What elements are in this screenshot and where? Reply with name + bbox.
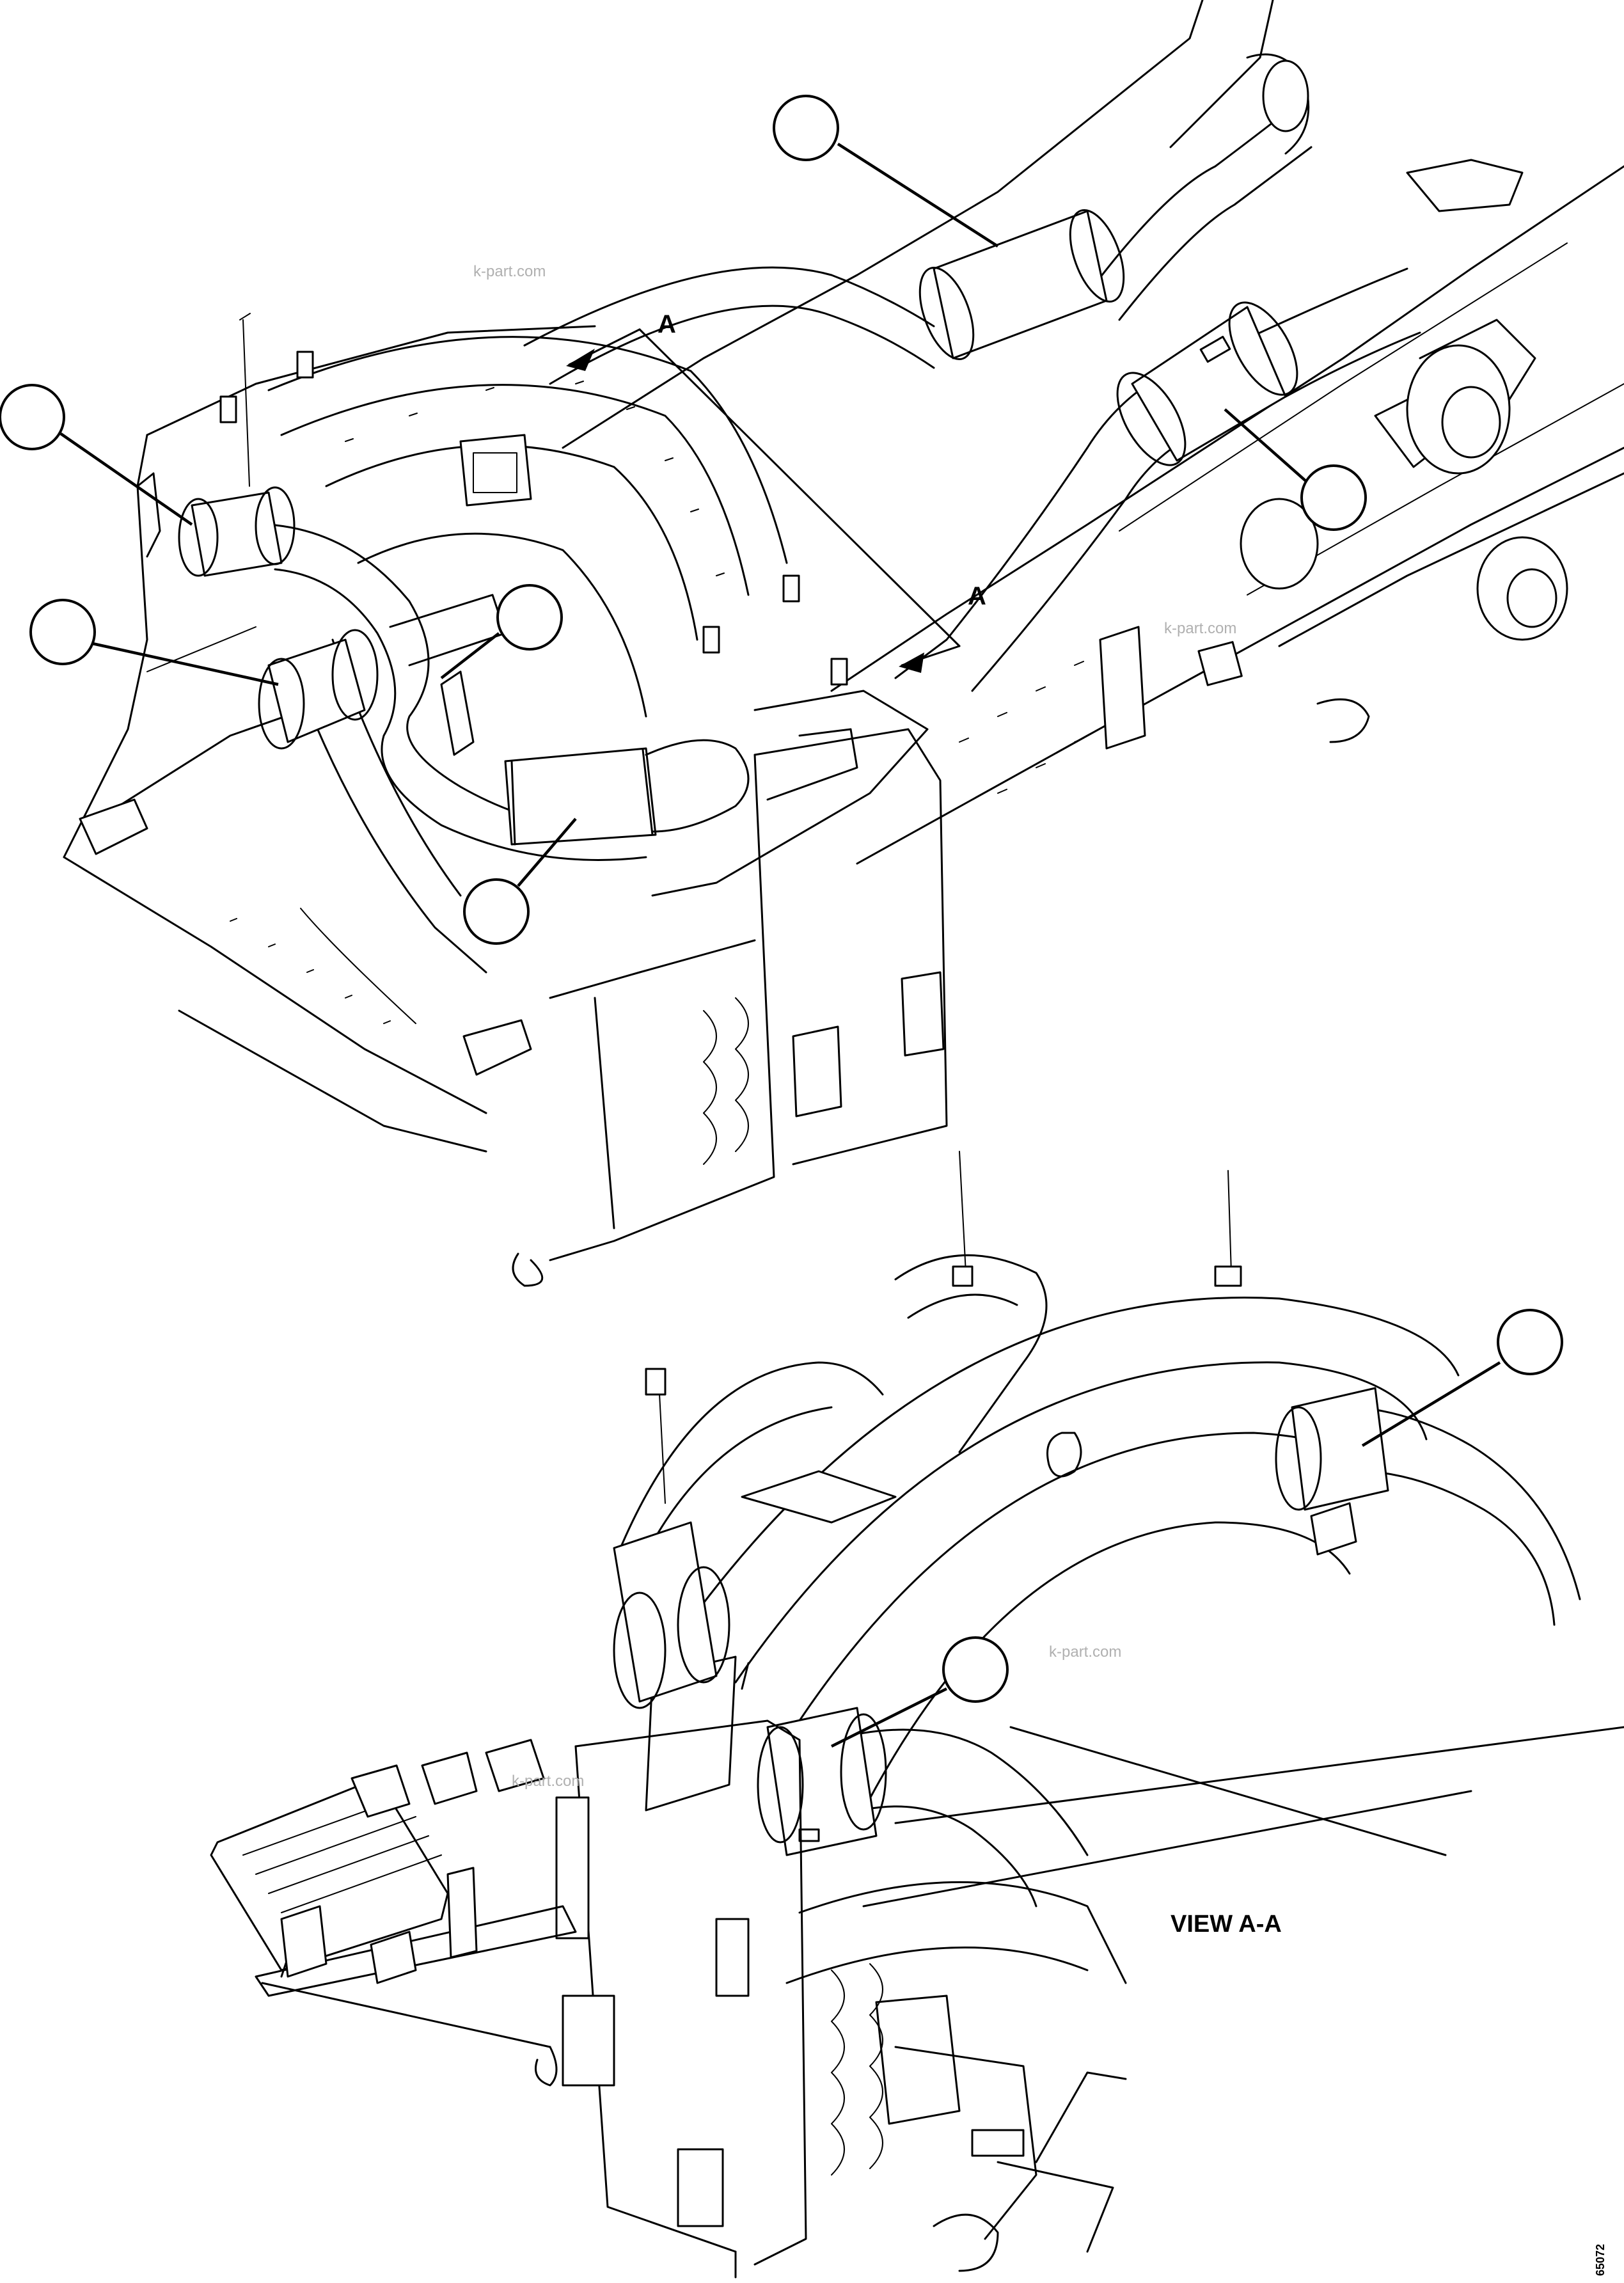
callout-view-center[interactable] xyxy=(942,1636,1009,1703)
lower-right-clamp xyxy=(1291,1387,1389,1511)
view-a-a-label: VIEW A-A xyxy=(1171,1911,1282,1938)
section-marker-a-right: A xyxy=(968,582,986,610)
lower-drawing-view-a-a: k-part.com k-part.com VIEW A-A xyxy=(210,1151,1624,2279)
lower-center-clamp xyxy=(766,1707,878,1856)
top-exhaust-pipe xyxy=(523,53,1524,385)
bolt-studs-upper xyxy=(219,313,1084,1024)
lower-steps xyxy=(210,1739,577,2087)
right-wheel-bosses xyxy=(1099,344,1568,750)
upper-arch xyxy=(267,336,788,1024)
callout-view-right[interactable] xyxy=(1497,1309,1563,1375)
lower-arch xyxy=(645,1296,1460,1837)
center-column xyxy=(512,690,948,1287)
lower-center-pipe xyxy=(757,1707,1089,1908)
lower-exhaust-cylinder xyxy=(613,1151,1242,1709)
lower-bracket-plate xyxy=(741,1470,897,1524)
callout-right-clamp[interactable] xyxy=(1300,464,1367,531)
left-exhaust-pipe xyxy=(178,486,750,861)
upper-drawing: A A k-part.com k-part.com xyxy=(63,0,1624,1287)
right-hub-lower xyxy=(1476,536,1568,641)
top-pipe-clamp xyxy=(933,210,1108,359)
lower-right-pipe xyxy=(1275,1387,1581,1626)
top-right-flange xyxy=(1262,59,1309,132)
callout-left-lower[interactable] xyxy=(29,599,96,665)
section-arrows xyxy=(566,328,961,673)
right-hub-upper xyxy=(1406,344,1511,475)
left-footstep xyxy=(79,798,148,855)
main-frame xyxy=(562,0,1624,865)
left-lower-clamp xyxy=(267,638,366,743)
watermark-lower-left: k-part.com xyxy=(512,1773,584,1790)
callout-center-small[interactable] xyxy=(496,584,563,651)
section-marker-a-left: A xyxy=(658,310,676,338)
callout-center-bottom[interactable] xyxy=(463,878,530,945)
inspection-plate xyxy=(459,434,532,507)
right-exhaust-pipe xyxy=(894,267,1421,692)
lower-muffler-body xyxy=(613,1521,718,1703)
center-footstep xyxy=(462,1019,532,1076)
callouts xyxy=(0,95,1563,1748)
watermark-upper-left: k-part.com xyxy=(473,263,546,280)
drawing-number: 65072 xyxy=(1594,2244,1607,2276)
callout-left-upper[interactable] xyxy=(0,384,65,450)
callout-top-clamp[interactable] xyxy=(773,95,839,161)
right-pipe-clamp xyxy=(1131,306,1287,462)
left-upper-clamp xyxy=(191,491,283,577)
watermark-upper-right: k-part.com xyxy=(1164,620,1236,637)
center-pipe-sleeve xyxy=(504,747,657,846)
lower-frame xyxy=(555,1719,1624,2279)
watermark-lower-center: k-part.com xyxy=(1049,1643,1121,1661)
